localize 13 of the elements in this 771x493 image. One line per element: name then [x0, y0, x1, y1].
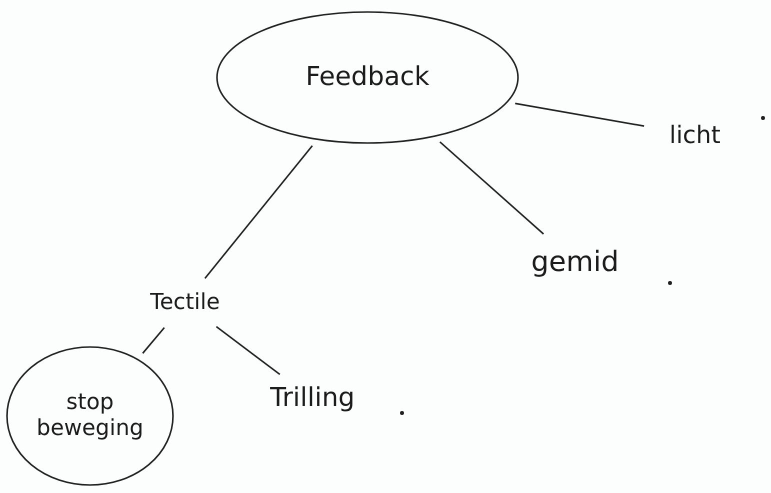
- connector-line: [142, 327, 165, 354]
- connector-line: [204, 145, 313, 279]
- topic-label: Tectile: [150, 290, 220, 316]
- topic-label: Feedback: [306, 62, 430, 94]
- topic-label: Trilling: [270, 383, 355, 415]
- connector-line: [439, 141, 544, 235]
- topic-label: licht: [669, 120, 721, 150]
- topic-label: gemid: [531, 245, 619, 279]
- topic-ellipse: [215, 10, 520, 145]
- topic-label: stop beweging: [35, 390, 144, 442]
- connector-line: [216, 326, 280, 376]
- connector-line: [515, 102, 644, 127]
- circled-topic: [5, 345, 175, 487]
